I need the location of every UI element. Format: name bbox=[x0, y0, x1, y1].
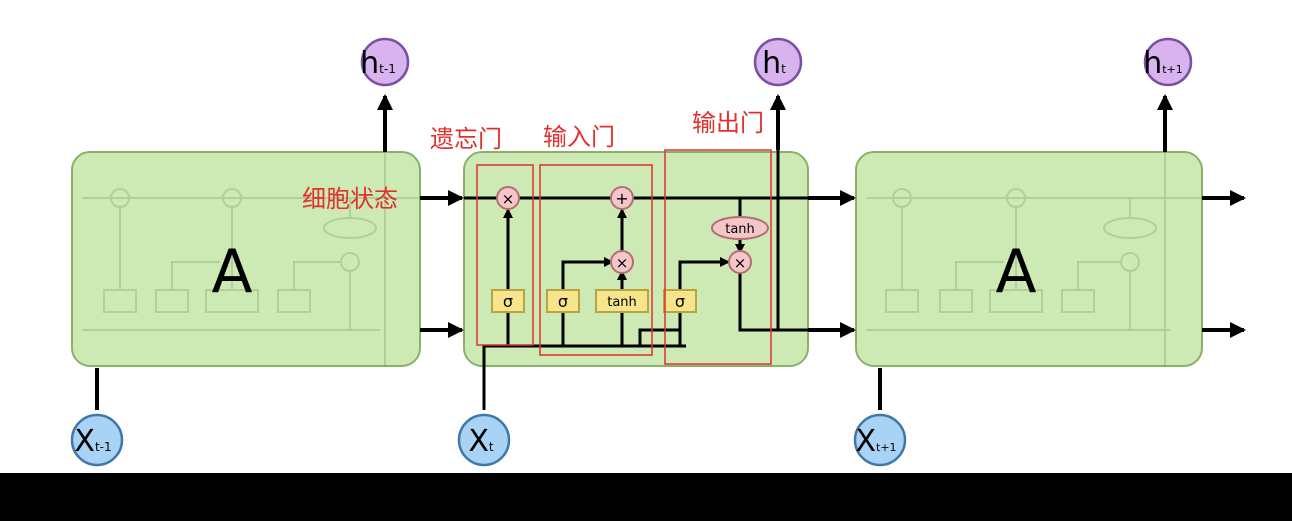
output-node-h-t: ht bbox=[753, 37, 803, 87]
op-cell-add-glyph: + bbox=[615, 189, 628, 208]
gate-highlight-boxes bbox=[476, 149, 772, 365]
cell-right-box bbox=[855, 151, 1203, 367]
output-h-t-main: h bbox=[762, 46, 781, 81]
input-gate-box bbox=[539, 164, 653, 356]
input-x-t-plus-1-sub: t+1 bbox=[876, 441, 897, 454]
output-h-t-minus-1-main: h bbox=[360, 46, 379, 81]
bottom-black-bar bbox=[0, 473, 1292, 521]
op-input-multiply-glyph: × bbox=[616, 254, 629, 272]
annotation-output-gate: 输出门 bbox=[692, 109, 764, 137]
layer-input-sigma-label: σ bbox=[558, 292, 568, 311]
output-node-h-t-plus-1: ht+1 bbox=[1143, 37, 1193, 87]
input-node-x-t-plus-1: Xt+1 bbox=[853, 413, 907, 467]
svg-text:ht+1: ht+1 bbox=[1143, 46, 1183, 81]
cell-middle bbox=[463, 151, 809, 367]
layer-input-sigma: σ bbox=[546, 289, 580, 313]
forget-gate-box bbox=[476, 164, 534, 346]
input-x-t-minus-1-main: X bbox=[74, 424, 95, 459]
cell-right: A bbox=[855, 151, 1203, 367]
svg-text:Xt-1: Xt-1 bbox=[74, 424, 111, 459]
svg-text:Xt: Xt bbox=[468, 424, 494, 459]
output-node-h-t-minus-1: ht-1 bbox=[360, 37, 410, 87]
op-output-tanh: tanh bbox=[711, 216, 769, 240]
svg-text:ht: ht bbox=[762, 46, 786, 81]
output-h-t-plus-1-sub: t+1 bbox=[1162, 63, 1183, 76]
layer-input-tanh-label: tanh bbox=[607, 295, 637, 310]
cell-left-label: A bbox=[211, 237, 252, 307]
op-forget-multiply-glyph: × bbox=[502, 190, 515, 208]
annotation-forget-gate: 遗忘门 bbox=[430, 125, 502, 153]
output-h-t-sub: t bbox=[781, 62, 786, 76]
output-h-t-minus-1-sub: t-1 bbox=[379, 62, 396, 76]
svg-text:ht-1: ht-1 bbox=[360, 46, 396, 81]
layer-output-sigma-label: σ bbox=[675, 292, 685, 311]
layer-input-tanh: tanh bbox=[595, 289, 649, 313]
annotation-cell-state: 细胞状态 bbox=[302, 185, 398, 213]
input-node-x-t: Xt bbox=[457, 413, 511, 467]
op-output-tanh-label: tanh bbox=[725, 222, 755, 237]
input-node-x-t-minus-1: Xt-1 bbox=[70, 413, 124, 467]
input-x-t-main: X bbox=[468, 424, 489, 459]
input-x-t-sub: t bbox=[489, 440, 494, 454]
output-h-t-plus-1-main: h bbox=[1143, 46, 1162, 81]
annotation-input-gate: 输入门 bbox=[543, 123, 615, 151]
output-gate-box bbox=[664, 149, 772, 365]
layer-forget-sigma-label: σ bbox=[503, 292, 513, 311]
connections bbox=[95, 94, 1246, 410]
cell-left: A bbox=[71, 151, 421, 367]
layer-forget-sigma: σ bbox=[491, 289, 525, 313]
cell-middle-box bbox=[463, 151, 809, 367]
op-input-multiply: × bbox=[610, 250, 634, 274]
op-output-multiply-glyph: × bbox=[734, 254, 747, 272]
input-x-t-plus-1-main: X bbox=[855, 424, 876, 459]
layer-output-sigma: σ bbox=[663, 289, 697, 313]
cell-left-box bbox=[71, 151, 421, 367]
cell-right-label: A bbox=[995, 237, 1036, 307]
op-output-multiply: × bbox=[728, 250, 752, 274]
op-cell-add: + bbox=[610, 186, 634, 210]
input-x-t-minus-1-sub: t-1 bbox=[95, 440, 112, 454]
op-forget-multiply: × bbox=[496, 186, 520, 210]
svg-text:Xt+1: Xt+1 bbox=[855, 424, 896, 459]
